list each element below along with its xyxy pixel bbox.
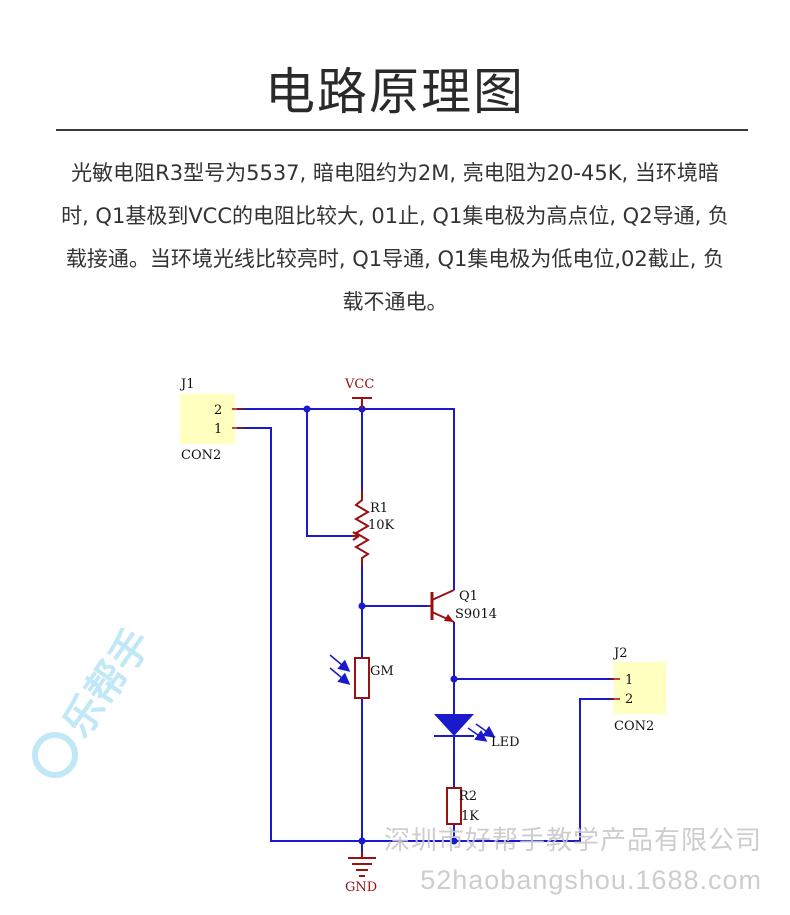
wire-j1-pin1-to-gnd — [237, 427, 616, 842]
page-title: 电路原理图 — [265, 63, 525, 121]
connector-j1-ref: J1 — [179, 377, 194, 392]
connector-j2-ref: J2 — [612, 646, 627, 661]
resistor-r2-ref: R2 — [459, 789, 477, 804]
led-diode-label: LED — [491, 735, 520, 750]
connector-j2-value: CON2 — [614, 719, 654, 734]
resistor-r1: R1 10K — [352, 490, 395, 566]
junction-dot — [303, 405, 311, 413]
light-arrow-icon — [329, 654, 351, 672]
watermark-company: 深圳市好帮手教学产品有限公司 — [383, 825, 762, 855]
vcc-label: VCC — [344, 377, 374, 392]
junctions — [303, 405, 458, 845]
photoresistor-gm-body — [354, 657, 370, 699]
title-divider — [56, 129, 748, 131]
photoresistor-gm-label: GM — [370, 664, 394, 679]
wires — [237, 408, 616, 858]
photoresistor-gm: GM — [329, 654, 394, 699]
junction-dot — [450, 675, 458, 683]
light-arrow-icon — [329, 667, 351, 685]
circuit-description: 光敏电阻R3型号为5537, 暗电阻约为2M, 亮电阻为20-45K, 当环境暗… — [61, 161, 729, 314]
connector-j1: J1 2 1 CON2 — [179, 377, 244, 463]
light-emit-arrow-icon — [475, 723, 496, 738]
transistor-q1: Q1 S9014 — [428, 589, 497, 623]
light-emit-arrow-icon — [467, 727, 488, 742]
led-diode-triangle — [434, 714, 474, 736]
resistor-r1-ref: R1 — [370, 501, 388, 516]
transistor-q1-emitter-arrow — [444, 614, 454, 622]
junction-dot — [358, 602, 366, 610]
led-diode: LED — [434, 714, 520, 750]
resistor-r2-body — [446, 787, 462, 825]
connector-j1-value: CON2 — [181, 448, 221, 463]
connector-j1-body — [180, 394, 235, 444]
transistor-q1-collector — [431, 589, 455, 601]
connector-j2: J2 1 2 CON2 — [610, 646, 666, 734]
wire-r1-wiper — [306, 409, 352, 537]
wire-q1-emitter-to-j2 — [453, 622, 616, 680]
connector-j1-pin1: 1 — [214, 422, 222, 437]
gnd-symbol — [348, 852, 376, 877]
wire-vcc-rail — [237, 408, 455, 590]
resistor-r1-wiper-arrow — [352, 531, 360, 541]
watermark-url: 52haobangshou.1688.com — [420, 865, 762, 895]
connector-j2-pin1: 1 — [625, 673, 633, 688]
resistor-r2-value: 1K — [461, 809, 479, 824]
junction-dot — [358, 837, 366, 845]
gnd-label: GND — [345, 880, 377, 895]
watermark-logo: 乐帮手 — [32, 621, 161, 778]
transistor-q1-ref: Q1 — [459, 589, 478, 604]
vcc-symbol: VCC — [344, 377, 374, 409]
resistor-r1-zigzag — [354, 490, 370, 566]
resistor-r1-value: 10K — [368, 518, 395, 533]
connector-j1-pin2: 2 — [214, 403, 222, 418]
watermark-logo-mark — [32, 732, 78, 778]
transistor-q1-value: S9014 — [455, 607, 497, 622]
resistor-r2: R2 1K — [446, 787, 479, 825]
connector-j2-body — [614, 662, 666, 714]
junction-dot — [450, 837, 458, 845]
connector-j2-pin2: 2 — [625, 692, 633, 707]
